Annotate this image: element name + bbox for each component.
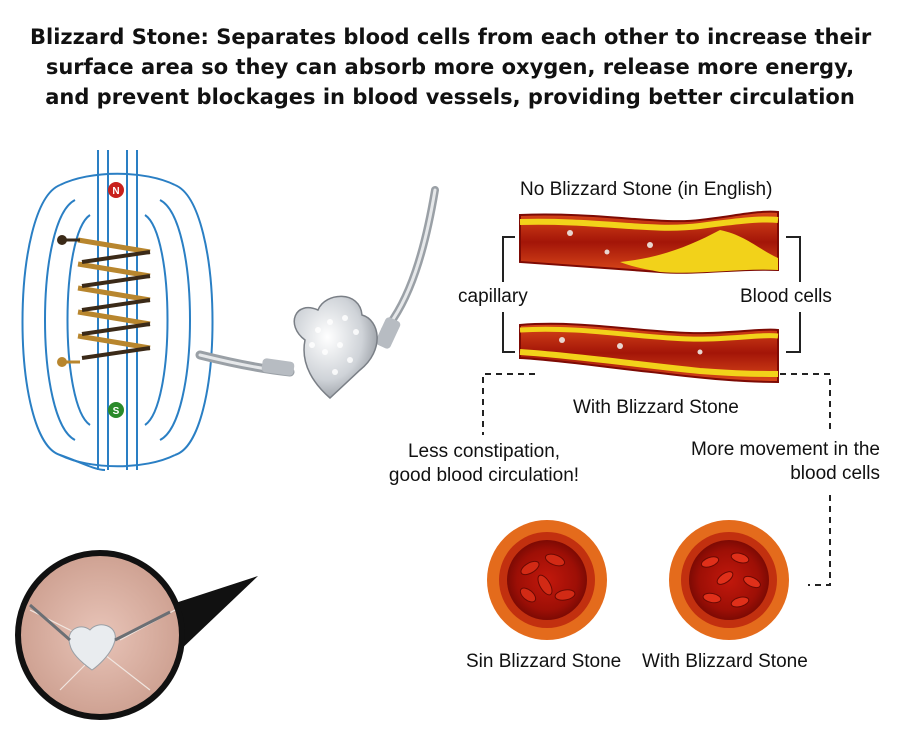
coil-back	[81, 250, 151, 360]
cross-section-without-stone	[487, 520, 607, 640]
blood-cells-label: Blood cells	[740, 286, 832, 307]
magnetic-field-lines	[21, 150, 214, 471]
electromagnet-diagram: N S	[21, 150, 214, 471]
more-movement-note: More movement in the blood cells	[640, 438, 880, 486]
with-stone-label: With Blizzard Stone	[573, 397, 739, 418]
heart-necklace-image	[195, 186, 439, 400]
no-stone-label: No Blizzard Stone (in English)	[520, 179, 773, 200]
south-pole-label: S	[113, 406, 120, 417]
headline-line-1: Blizzard Stone: Separates blood cells fr…	[30, 25, 872, 49]
less-constipation-line-1: Less constipation,	[407, 441, 561, 462]
more-movement-line-2: blood cells	[790, 463, 880, 484]
cross-section-with-stone	[669, 520, 789, 640]
headline: Blizzard Stone: Separates blood cells fr…	[30, 22, 872, 112]
vessel-without-stone	[519, 210, 779, 274]
dashed-connector-right-top	[780, 373, 831, 430]
headline-line-2: surface area so they can absorb more oxy…	[45, 55, 855, 79]
north-pole-label: N	[112, 186, 119, 197]
capillary-label: capillary	[458, 286, 528, 307]
zoom-photo	[15, 550, 258, 720]
headline-line-3: and prevent blockages in blood vessels, …	[45, 85, 855, 109]
more-movement-line-1: More movement in the	[690, 439, 880, 460]
dashed-connector-right-bottom	[808, 495, 831, 586]
south-pole-marker	[108, 402, 124, 418]
with-stone-caption: With Blizzard Stone	[642, 651, 808, 672]
plus-terminal	[57, 357, 67, 367]
dashed-connector-left	[482, 373, 535, 435]
less-constipation-note: Less constipation, good blood circulatio…	[375, 440, 593, 488]
coil	[77, 237, 151, 351]
north-pole-marker	[108, 182, 124, 198]
blood-cells-bracket	[786, 236, 801, 282]
sin-stone-caption: Sin Blizzard Stone	[466, 651, 622, 672]
vessel-with-stone	[519, 322, 779, 384]
minus-terminal	[57, 235, 67, 245]
capillary-bracket	[502, 236, 515, 282]
less-constipation-line-2: good blood circulation!	[388, 465, 580, 486]
